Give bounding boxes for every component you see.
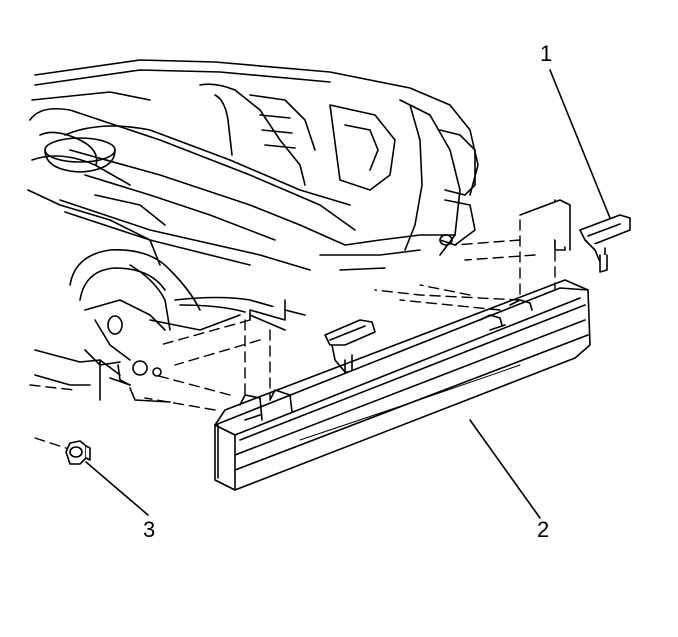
callout-label-3: 3 bbox=[143, 517, 156, 542]
callout-label-2: 2 bbox=[537, 517, 550, 542]
bracket-right bbox=[519, 199, 631, 273]
bracket-left bbox=[249, 299, 376, 381]
bumper-impact-bar bbox=[214, 279, 591, 491]
callout-leaders bbox=[85, 69, 611, 519]
nut bbox=[65, 440, 91, 465]
vehicle-rear-body bbox=[27, 59, 479, 403]
callout-label-1: 1 bbox=[540, 41, 553, 66]
assembly-guide-lines bbox=[29, 219, 556, 451]
